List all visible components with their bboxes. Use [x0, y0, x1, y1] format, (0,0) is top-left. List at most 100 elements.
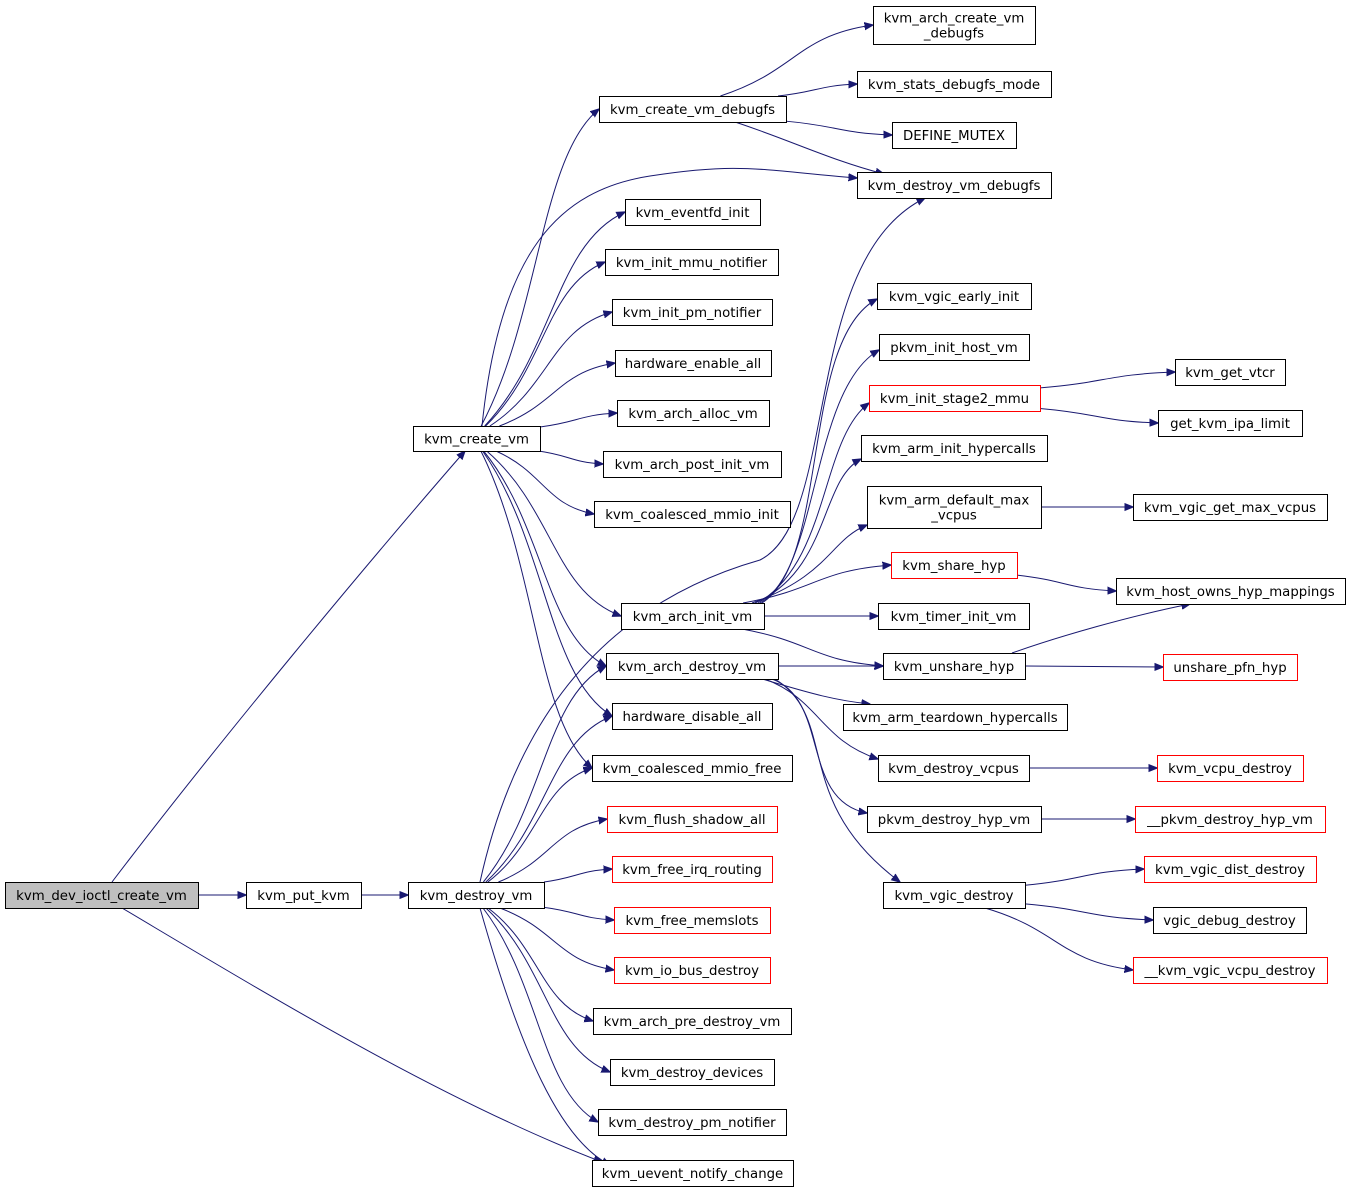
node-kvm_arch_pre_destroy_vm[interactable]: kvm_arch_pre_destroy_vm — [593, 1008, 792, 1035]
node-box — [599, 96, 787, 123]
node-label: kvm_arch_alloc_vm — [628, 407, 757, 422]
node-label: kvm_unshare_hyp — [894, 660, 1014, 675]
node-label: kvm_arch_destroy_vm — [618, 660, 766, 675]
node-kvm_get_vtcr[interactable]: kvm_get_vtcr — [1175, 359, 1286, 386]
node-kvm_arch_init_vm[interactable]: kvm_arch_init_vm — [621, 603, 765, 630]
node-kvm_coalesced_mmio_free[interactable]: kvm_coalesced_mmio_free — [592, 755, 793, 782]
node-kvm_unshare_hyp[interactable]: kvm_unshare_hyp — [883, 653, 1026, 680]
node-kvm_destroy_pm_notifier[interactable]: kvm_destroy_pm_notifier — [598, 1109, 787, 1136]
edge-kvm_create_vm-to-kvm_coalesced_mmio_init — [495, 450, 594, 514]
edge-kvm_destroy_vm-to-kvm_io_bus_destroy — [499, 907, 614, 970]
node-unshare_pfn_hyp[interactable]: unshare_pfn_hyp — [1163, 654, 1298, 681]
node-box — [1158, 410, 1303, 437]
node-box — [615, 350, 772, 377]
edge-kvm_create_vm-to-kvm_arch_post_init_vm — [538, 450, 603, 464]
node-box — [861, 435, 1048, 462]
node-label: kvm_arm_default_max — [879, 494, 1030, 509]
node-box — [879, 334, 1030, 361]
node-box — [408, 882, 545, 909]
edge-kvm_destroy_vm-to-hardware_disable_all — [485, 716, 612, 883]
node-kvm_arm_default_max_vcpus[interactable]: kvm_arm_default_max_vcpus — [867, 486, 1042, 529]
node-get_kvm_ipa_limit[interactable]: get_kvm_ipa_limit — [1158, 410, 1303, 437]
node-kvm_vgic_dist_destroy[interactable]: kvm_vgic_dist_destroy — [1144, 856, 1317, 883]
node-__kvm_vgic_vcpu_destroy[interactable]: __kvm_vgic_vcpu_destroy — [1133, 957, 1328, 984]
node-kvm_init_mmu_notifier[interactable]: kvm_init_mmu_notifier — [605, 249, 779, 276]
node-box — [857, 172, 1052, 199]
node-kvm_arch_create_vm_debugfs[interactable]: kvm_arch_create_vm_debugfs — [873, 6, 1036, 45]
node-kvm_destroy_vcpus[interactable]: kvm_destroy_vcpus — [878, 755, 1030, 782]
node-__pkvm_destroy_hyp_vm[interactable]: __pkvm_destroy_hyp_vm — [1135, 806, 1326, 833]
node-kvm_flush_shadow_all[interactable]: kvm_flush_shadow_all — [607, 806, 778, 833]
node-kvm_init_pm_notifier[interactable]: kvm_init_pm_notifier — [612, 299, 773, 326]
node-box — [1116, 578, 1346, 605]
node-label: kvm_arch_pre_destroy_vm — [604, 1015, 781, 1030]
node-box — [603, 451, 782, 478]
node-box — [598, 1109, 787, 1136]
node-label: kvm_destroy_vm_debugfs — [868, 179, 1041, 194]
node-kvm_host_owns_hyp_mappings[interactable]: kvm_host_owns_hyp_mappings — [1116, 578, 1346, 605]
node-kvm_vgic_early_init[interactable]: kvm_vgic_early_init — [877, 283, 1032, 310]
node-kvm_put_kvm[interactable]: kvm_put_kvm — [246, 882, 362, 909]
edge-kvm_vgic_destroy-to-__kvm_vgic_vcpu_destroy — [984, 907, 1133, 970]
node-kvm_vgic_get_max_vcpus[interactable]: kvm_vgic_get_max_vcpus — [1133, 494, 1328, 521]
node-label: kvm_arch_post_init_vm — [615, 458, 770, 473]
node-label: kvm_uevent_notify_change — [602, 1167, 784, 1182]
node-label: kvm_vgic_get_max_vcpus — [1144, 501, 1316, 516]
node-kvm_free_memslots[interactable]: kvm_free_memslots — [614, 907, 771, 934]
node-label: kvm_create_vm — [424, 433, 529, 448]
node-box — [593, 1008, 792, 1035]
node-kvm_coalesced_mmio_init[interactable]: kvm_coalesced_mmio_init — [594, 501, 791, 528]
node-kvm_destroy_vm_debugfs[interactable]: kvm_destroy_vm_debugfs — [857, 172, 1052, 199]
node-kvm_init_stage2_mmu[interactable]: kvm_init_stage2_mmu — [869, 385, 1041, 412]
node-vgic_debug_destroy[interactable]: vgic_debug_destroy — [1153, 907, 1307, 934]
node-box — [891, 552, 1018, 579]
edge-kvm_arch_init_vm-to-kvm_arm_init_hypercalls — [754, 459, 861, 604]
edge-kvm_destroy_vm-to-kvm_coalesced_mmio_free — [487, 768, 592, 883]
node-box — [594, 501, 791, 528]
node-kvm_arch_destroy_vm[interactable]: kvm_arch_destroy_vm — [606, 653, 779, 680]
node-kvm_io_bus_destroy[interactable]: kvm_io_bus_destroy — [614, 957, 771, 984]
node-label: kvm_arch_init_vm — [633, 610, 752, 625]
edge-kvm_init_stage2_mmu-to-kvm_get_vtcr — [1039, 372, 1175, 389]
node-kvm_arch_alloc_vm[interactable]: kvm_arch_alloc_vm — [617, 400, 770, 427]
edge-kvm_destroy_vm-to-kvm_destroy_vm_debugfs — [479, 198, 925, 883]
node-box — [843, 704, 1068, 731]
node-kvm_destroy_vm[interactable]: kvm_destroy_vm — [408, 882, 545, 909]
node-DEFINE_MUTEX[interactable]: DEFINE_MUTEX — [892, 122, 1017, 149]
node-kvm_arm_teardown_hypercalls[interactable]: kvm_arm_teardown_hypercalls — [843, 704, 1068, 731]
node-kvm_stats_debugfs_mode[interactable]: kvm_stats_debugfs_mode — [857, 71, 1052, 98]
node-kvm_timer_init_vm[interactable]: kvm_timer_init_vm — [878, 603, 1030, 630]
node-kvm_share_hyp[interactable]: kvm_share_hyp — [891, 552, 1018, 579]
node-pkvm_init_host_vm[interactable]: pkvm_init_host_vm — [879, 334, 1030, 361]
node-kvm_arm_init_hypercalls[interactable]: kvm_arm_init_hypercalls — [861, 435, 1048, 462]
node-kvm_eventfd_init[interactable]: kvm_eventfd_init — [625, 199, 761, 226]
node-pkvm_destroy_hyp_vm[interactable]: pkvm_destroy_hyp_vm — [867, 806, 1042, 833]
edge-kvm_arch_init_vm-to-kvm_init_stage2_mmu — [757, 403, 869, 604]
edge-kvm_create_vm-to-kvm_eventfd_init — [484, 212, 625, 427]
node-kvm_vgic_destroy[interactable]: kvm_vgic_destroy — [883, 882, 1026, 909]
node-box — [592, 1160, 794, 1187]
edge-kvm_create_vm_debugfs-to-kvm_stats_debugfs_mode — [777, 84, 857, 97]
node-kvm_vcpu_destroy[interactable]: kvm_vcpu_destroy — [1157, 755, 1304, 782]
node-label: kvm_init_mmu_notifier — [616, 256, 768, 271]
node-label: kvm_io_bus_destroy — [625, 964, 759, 979]
node-label: __pkvm_destroy_hyp_vm — [1146, 813, 1313, 828]
node-label: kvm_arch_create_vm — [884, 12, 1025, 27]
node-label: kvm_coalesced_mmio_init — [605, 508, 779, 523]
node-label: kvm_vgic_destroy — [894, 889, 1013, 904]
node-box — [892, 122, 1017, 149]
node-kvm_destroy_devices[interactable]: kvm_destroy_devices — [610, 1059, 775, 1086]
node-label: DEFINE_MUTEX — [903, 129, 1005, 144]
node-hardware_enable_all[interactable]: hardware_enable_all — [615, 350, 772, 377]
node-kvm_create_vm_debugfs[interactable]: kvm_create_vm_debugfs — [599, 96, 787, 123]
node-label: kvm_destroy_devices — [621, 1066, 763, 1081]
node-kvm_uevent_notify_change[interactable]: kvm_uevent_notify_change — [592, 1160, 794, 1187]
node-kvm_create_vm[interactable]: kvm_create_vm — [413, 426, 541, 452]
node-kvm_free_irq_routing[interactable]: kvm_free_irq_routing — [612, 856, 773, 883]
node-kvm_arch_post_init_vm[interactable]: kvm_arch_post_init_vm — [603, 451, 782, 478]
node-label: kvm_eventfd_init — [636, 206, 750, 221]
node-hardware_disable_all[interactable]: hardware_disable_all — [612, 703, 773, 730]
node-box — [883, 653, 1026, 680]
edge-kvm_create_vm-to-kvm_arch_alloc_vm — [539, 413, 617, 428]
